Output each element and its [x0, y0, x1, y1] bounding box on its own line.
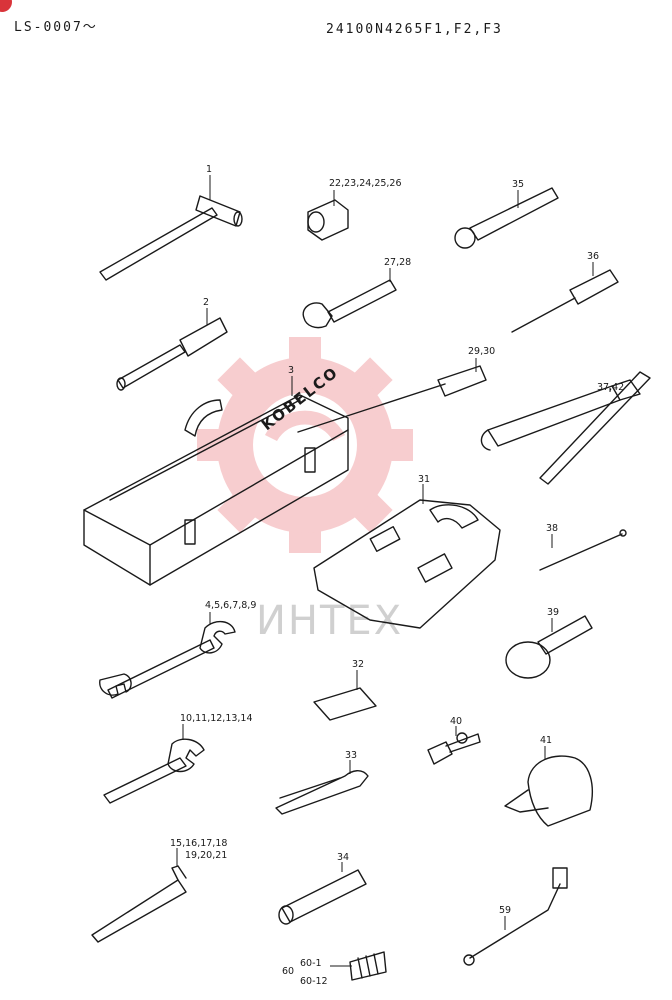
part-label-38: 38: [546, 523, 559, 534]
socket-icon: [307, 199, 349, 241]
part-label-1: 1: [206, 164, 213, 175]
part-label-41: 41: [540, 735, 553, 746]
part-label-2: 2: [203, 297, 210, 308]
part-label-34: 34: [337, 852, 350, 863]
gear-tooth: [217, 357, 262, 402]
page-code-left: LS-0007～: [14, 20, 98, 35]
part-label-37-42: 37,42: [597, 382, 625, 393]
phillips-screwdriver-icon: [511, 269, 619, 333]
grease-hose-icon: [463, 867, 568, 966]
hex-key-icon: [91, 865, 187, 943]
part-label-15-18: 15,16,17,18: [170, 838, 228, 849]
part-label-4-9: 4,5,6,7,8,9: [205, 600, 257, 611]
t-handle-wrench-icon: [99, 195, 243, 281]
open-end-wrench-icon: [99, 621, 236, 699]
part-label-39: 39: [547, 607, 560, 618]
cap-icon: [504, 755, 593, 827]
part-label-31: 31: [418, 474, 431, 485]
seat-cover-icon: [313, 499, 501, 629]
part-label-32: 32: [352, 659, 365, 670]
extension-bar-icon: [278, 869, 367, 925]
keys-icon: [427, 732, 481, 765]
screwdriver-icon: [297, 365, 487, 433]
gear-tooth: [348, 488, 393, 533]
part-label-27-28: 27,28: [384, 257, 412, 268]
part-label-40: 40: [450, 716, 463, 727]
part-label-60: 60: [282, 966, 295, 977]
part-label-3: 3: [288, 365, 295, 376]
ratchet-handle-icon: [454, 187, 559, 249]
adjustable-wrench-icon: [302, 279, 397, 329]
gear-tooth: [348, 357, 393, 402]
part-label-33: 33: [345, 750, 358, 761]
nut-driver-icon: [116, 317, 228, 391]
part-label-10-14: 10,11,12,13,14: [180, 713, 253, 724]
part-label-22-26: 22,23,24,25,26: [329, 178, 402, 189]
spring-icon: [349, 951, 387, 981]
part-label-36: 36: [587, 251, 600, 262]
leader-lines: [176, 175, 611, 967]
part-label-19-21: 19,20,21: [185, 850, 228, 861]
filter-wrench-icon: [505, 615, 593, 679]
corner-badge: [0, 0, 12, 12]
grease-gun-icon: [480, 371, 651, 485]
single-end-wrench-icon: [103, 738, 205, 804]
part-label-59: 59: [499, 905, 512, 916]
page-code-right: 24100N4265F1,F2,F3: [326, 22, 503, 37]
toolbox-icon: [83, 394, 349, 586]
part-label-35: 35: [512, 179, 525, 190]
part-label-29-30: 29,30: [468, 346, 496, 357]
part-label-60-12: 60-12: [300, 976, 328, 987]
pliers-icon: [275, 770, 369, 815]
part-label-60-1: 60-1: [300, 958, 322, 969]
dipstick-tool-icon: [539, 529, 627, 571]
nameplate-icon: [313, 687, 377, 721]
